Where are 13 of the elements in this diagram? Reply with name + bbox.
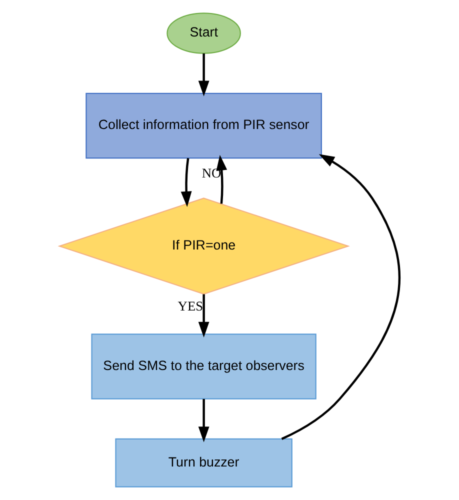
- edge-label: YES: [178, 298, 204, 314]
- node-box: Send SMS to the target observers: [91, 334, 316, 400]
- edge-label: NO: [202, 165, 222, 180]
- node-box: Collect information from PIR sensor: [86, 92, 322, 159]
- arrow: [281, 154, 400, 440]
- arrow: [216, 154, 228, 204]
- arrow: [180, 158, 192, 208]
- arrow: [198, 294, 210, 338]
- node-box: Turn buzzer: [115, 438, 292, 488]
- arrow: [198, 398, 210, 442]
- node-ellipse: Start: [166, 12, 241, 54]
- node-diamond: If PIR=one: [58, 198, 350, 295]
- arrow: [198, 53, 210, 96]
